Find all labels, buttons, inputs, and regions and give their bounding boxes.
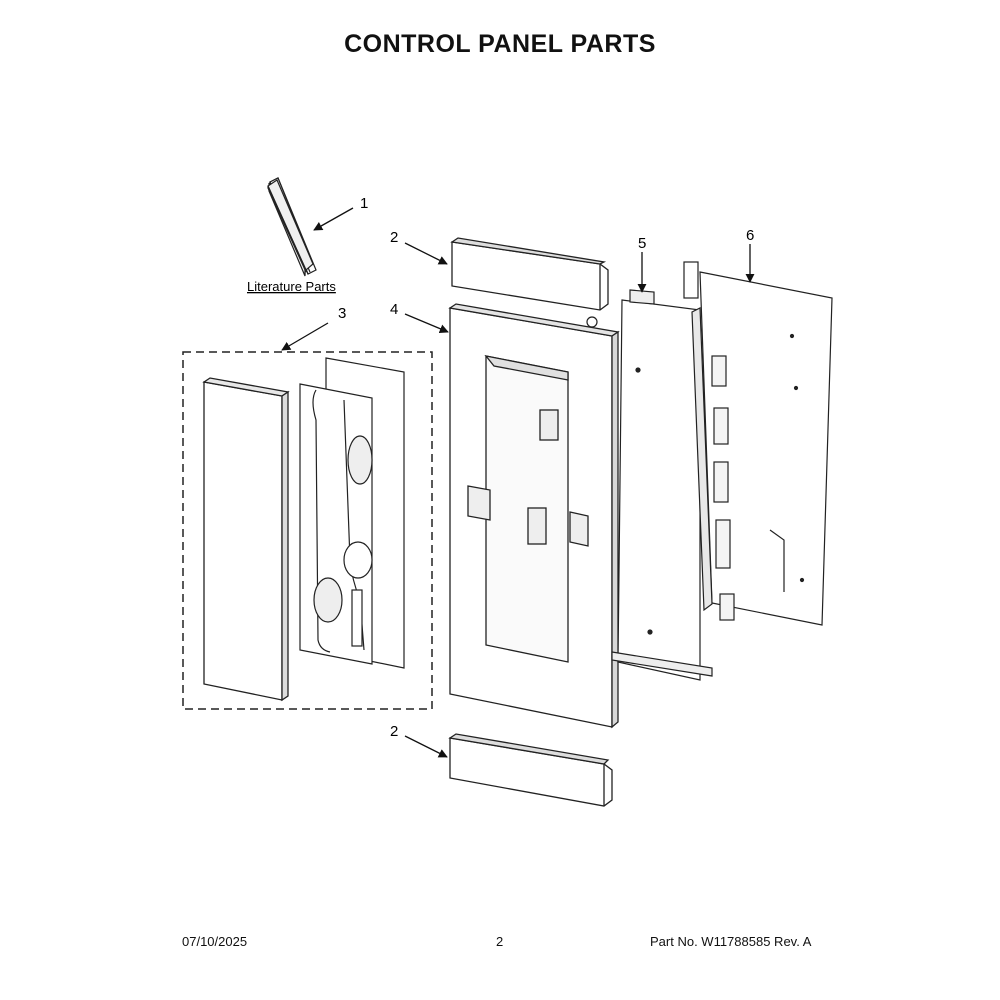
ui-assembly-dashed-box: [182, 351, 433, 710]
footer-part-number: Part No. W11788585 Rev. A: [650, 934, 812, 949]
ui-overlay-panel: [202, 377, 290, 702]
page-title: CONTROL PANEL PARTS: [344, 30, 656, 58]
callout-5: 5: [638, 235, 646, 252]
control-board-assembly: [586, 261, 833, 681]
callout-2-top: 2: [390, 229, 398, 246]
literature-parts-label: Literature Parts: [247, 279, 336, 294]
callout-4: 4: [390, 301, 398, 318]
callout-1: 1: [360, 195, 368, 212]
bottom-trim-strip: [448, 733, 613, 807]
control-panel-frame: [448, 303, 620, 729]
footer-date: 07/10/2025: [182, 934, 248, 949]
callout-2-bottom: 2: [390, 723, 398, 740]
top-trim-strip: [450, 237, 609, 311]
callout-3: 3: [338, 305, 346, 322]
callout-6: 6: [746, 227, 754, 244]
footer-page-number: 2: [496, 934, 504, 949]
ui-touch-board: [299, 357, 405, 669]
callout-arrows: [281, 207, 755, 758]
literature-booklet-front: [267, 179, 314, 273]
